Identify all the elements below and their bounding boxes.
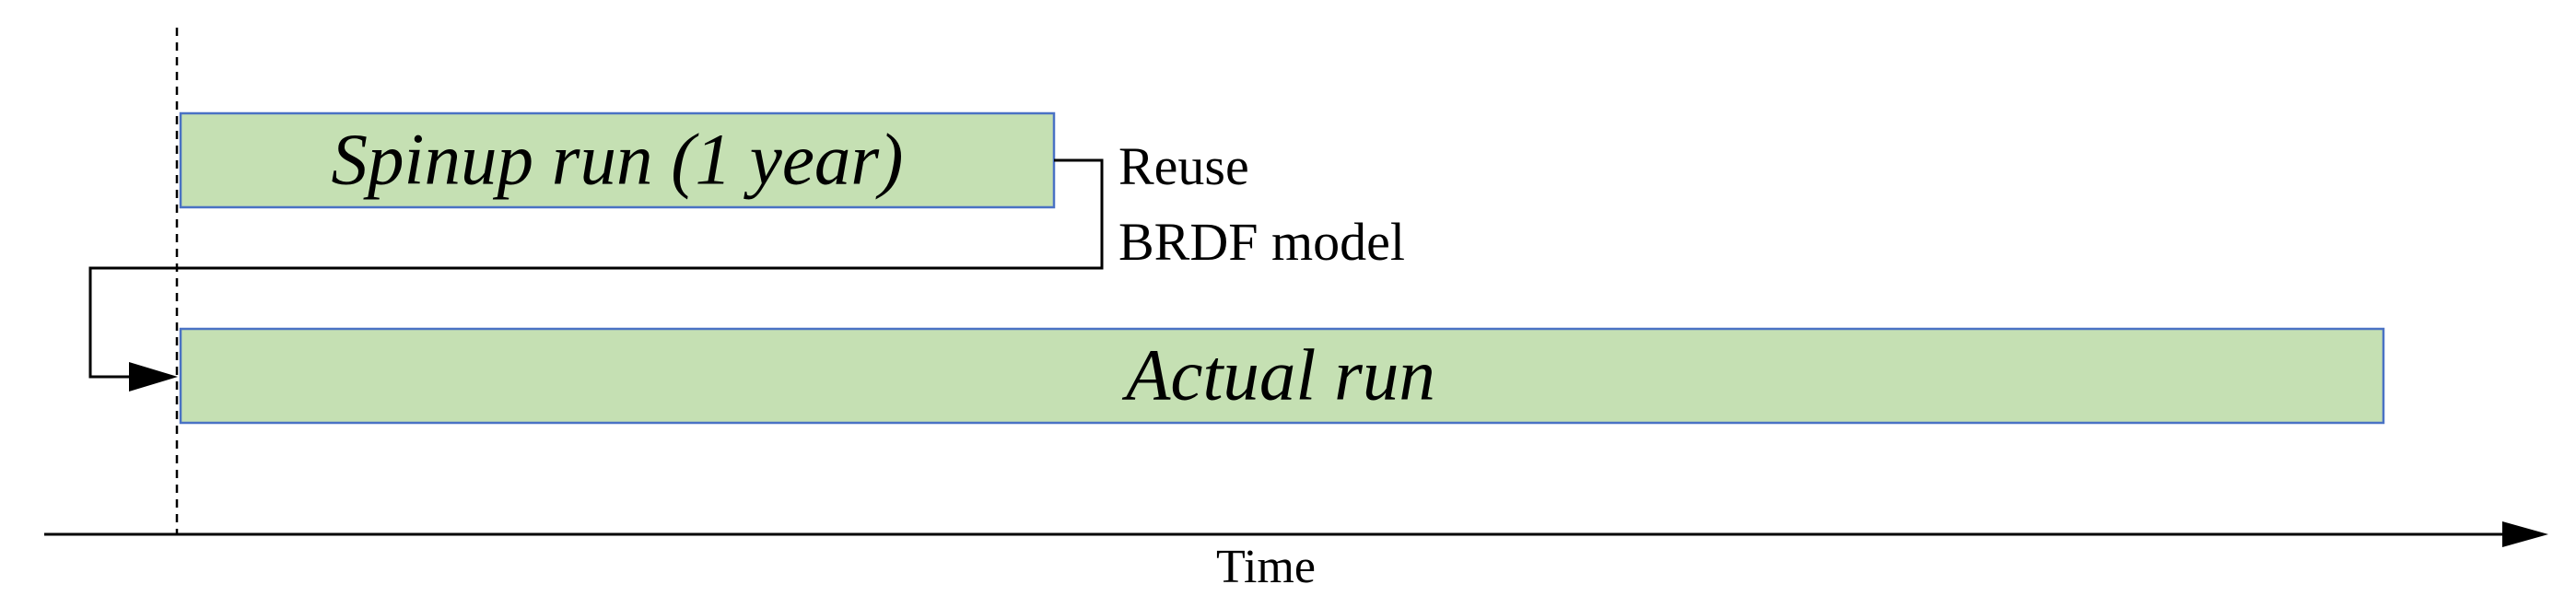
spinup-run-bar bbox=[179, 111, 1056, 209]
note-brdf-model: BRDF model bbox=[1118, 212, 1405, 272]
time-axis-label: Time bbox=[1216, 541, 1316, 593]
reuse-connector-line bbox=[88, 158, 1104, 379]
note-reuse: Reuse bbox=[1118, 136, 1249, 196]
reuse-arrowhead bbox=[129, 362, 178, 392]
actual-run-label: Actual run bbox=[1121, 336, 1435, 416]
actual-run-bar bbox=[179, 327, 2385, 425]
time-axis-arrowhead bbox=[2502, 521, 2548, 547]
spinup-run-label: Spinup run (1 year) bbox=[332, 121, 904, 201]
